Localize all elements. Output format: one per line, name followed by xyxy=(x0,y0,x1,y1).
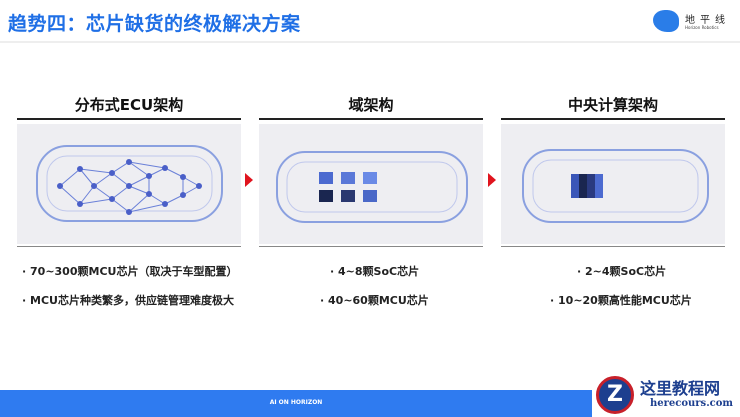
bullet-item: · 2~4颗SoC芯片 xyxy=(577,265,667,278)
ecu-link xyxy=(111,198,130,213)
ecu-link xyxy=(79,168,95,187)
car-ecu-diagram xyxy=(17,124,241,244)
car-ecu-network-image xyxy=(36,145,223,222)
ecu-link xyxy=(182,185,200,196)
logo-text-en: Horizon Robotics xyxy=(685,25,719,30)
header-divider xyxy=(0,41,740,43)
watermark-text-en: herecours.com xyxy=(650,398,734,409)
ecu-link xyxy=(128,185,150,195)
ecu-node xyxy=(77,201,83,207)
panel-central-computing: 中央计算架构 xyxy=(501,95,725,247)
bullets-distributed-ecu: · 70~300颗MCU芯片（取决于车型配置） · MCU芯片种类繁多，供应链管… xyxy=(22,263,237,321)
bullet-item: · 40~60颗MCU芯片 xyxy=(320,294,429,307)
ecu-link xyxy=(128,161,166,169)
ecu-link xyxy=(111,172,130,187)
brain-logo-icon xyxy=(653,10,679,32)
car-central-diagram xyxy=(501,124,725,244)
ecu-node xyxy=(146,191,152,197)
bullet-item: · 10~20颗高性能MCU芯片 xyxy=(550,294,692,307)
ecu-link xyxy=(79,168,113,174)
ecu-link xyxy=(128,203,166,213)
ecu-node xyxy=(91,183,97,189)
ecu-node xyxy=(162,201,168,207)
panel-title: 分布式ECU架构 xyxy=(74,96,184,114)
ecu-node xyxy=(109,170,115,176)
ecu-link xyxy=(111,185,130,200)
page-title: 趋势四：芯片缺货的终极解决方案 xyxy=(8,13,301,35)
ecu-link xyxy=(59,168,81,187)
ecu-link xyxy=(148,193,166,205)
watermark-text-cn: 这里教程网 xyxy=(640,379,721,398)
ecu-link xyxy=(164,194,184,205)
bullets-central: · 2~4颗SoC芯片 · 10~20颗高性能MCU芯片 xyxy=(550,263,692,321)
ecu-node xyxy=(180,192,186,198)
footer-bar: AI ON HORIZON xyxy=(0,390,592,417)
horizon-logo: 地平线 Horizon Robotics xyxy=(653,10,733,34)
panel-title: 域架构 xyxy=(348,96,394,114)
ecu-node xyxy=(109,196,115,202)
ecu-link xyxy=(93,185,113,200)
ecu-link xyxy=(128,193,150,213)
ecu-node xyxy=(57,183,63,189)
central-soc-chip xyxy=(571,174,603,198)
ecu-node xyxy=(126,159,132,165)
ecu-link xyxy=(59,185,81,205)
ecu-node xyxy=(162,165,168,171)
car-central-chip-image xyxy=(522,149,709,223)
ecu-link xyxy=(182,176,200,187)
watermark: Z 这里教程网 herecours.com xyxy=(594,374,740,417)
bullet-item: · 4~8颗SoC芯片 xyxy=(330,265,420,278)
title-underline xyxy=(17,118,241,120)
ecu-link xyxy=(128,161,150,177)
panel-title: 中央计算架构 xyxy=(567,96,658,114)
panel-domain: 域架构 xyxy=(259,95,483,247)
bottom-divider xyxy=(501,246,725,247)
ecu-link xyxy=(93,172,113,187)
title-underline xyxy=(501,118,725,120)
logo-text-cn: 地平线 xyxy=(685,15,730,26)
bottom-divider xyxy=(259,246,483,247)
ecu-node xyxy=(126,209,132,215)
car-domain-diagram xyxy=(259,124,483,244)
ecu-node xyxy=(77,166,83,172)
ecu-node xyxy=(126,183,132,189)
ecu-node xyxy=(196,183,202,189)
ecu-link xyxy=(164,167,184,178)
ecu-link xyxy=(128,175,150,187)
arrow-right-icon xyxy=(245,173,253,187)
bullet-item: · MCU芯片种类繁多，供应链管理难度极大 xyxy=(22,294,234,307)
bullets-domain: · 4~8颗SoC芯片 · 40~60颗MCU芯片 xyxy=(320,263,429,321)
arrow-right-icon xyxy=(488,173,496,187)
soc-chips xyxy=(319,172,377,202)
ecu-node xyxy=(146,173,152,179)
footer-text: AI ON HORIZON xyxy=(269,399,323,406)
ecu-node xyxy=(180,174,186,180)
panel-distributed-ecu: 分布式ECU架构 xyxy=(17,95,241,247)
ecu-link xyxy=(111,161,130,174)
bullet-item: · 70~300颗MCU芯片（取决于车型配置） xyxy=(22,265,238,278)
ecu-link xyxy=(79,185,95,205)
ecu-link xyxy=(79,198,113,205)
bottom-divider xyxy=(17,246,241,247)
car-domain-chips-image xyxy=(276,151,468,223)
title-underline xyxy=(259,118,483,120)
watermark-logo-icon: Z xyxy=(596,376,634,414)
